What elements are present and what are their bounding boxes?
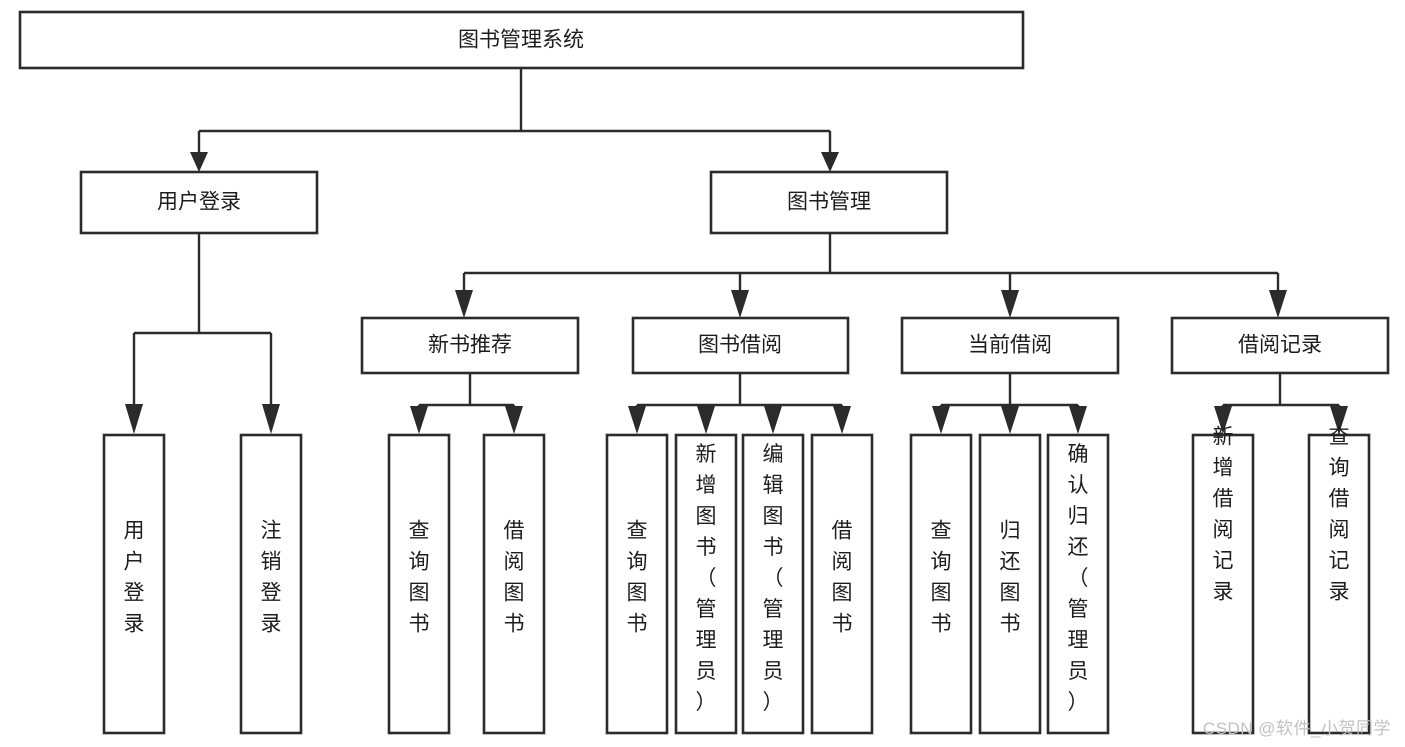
leaf-node[interactable]: 查询图书: [605, 433, 669, 735]
connector-group-book-borrow: [628, 373, 851, 434]
leaf-box[interactable]: [1307, 433, 1371, 735]
connector-group-user-login: [125, 233, 280, 434]
leaf-node[interactable]: 归还图书: [978, 433, 1042, 735]
connector-group-current-borrow: [932, 373, 1087, 434]
node-borrow-record-box[interactable]: [1170, 316, 1390, 375]
leaf-node[interactable]: 确认归还（管理员）: [1046, 433, 1110, 735]
leaf-label: 查询图书: [627, 520, 648, 636]
leaf-node[interactable]: 查询图书: [387, 433, 451, 735]
arrowhead-leaf-book-borrow-3: [764, 406, 782, 434]
node-book-management-box[interactable]: [709, 170, 949, 235]
node-user-login-box[interactable]: [79, 170, 319, 235]
leaf-label: 查询借阅记录: [1329, 426, 1350, 604]
arrowhead-book-mgmt: [821, 152, 839, 172]
arrowhead-leaf-book-borrow-4: [833, 406, 851, 434]
arrowhead-leaf-current-borrow-3: [1069, 406, 1087, 434]
node-new-book-recommend-box[interactable]: [360, 316, 580, 375]
leaf-node[interactable]: 注销登录: [239, 433, 303, 735]
leaf-box[interactable]: [387, 433, 451, 735]
leaf-label: 注销登录: [261, 520, 282, 636]
leaf-box[interactable]: [1191, 433, 1255, 735]
leaf-box[interactable]: [674, 433, 738, 735]
arrowhead-leaf-borrow-record-2: [1330, 406, 1348, 434]
connector-group-book-mgmt: [455, 233, 1287, 318]
arrowhead-user-login: [190, 152, 208, 172]
leaf-box[interactable]: [605, 433, 669, 735]
arrowhead-leaf-book-borrow-1: [628, 406, 646, 434]
leaf-box[interactable]: [102, 433, 166, 735]
leaf-box[interactable]: [741, 433, 805, 735]
node-book-borrow-label: 图书借阅: [698, 334, 782, 357]
leaf-label: 确认归还（管理员）: [1068, 443, 1089, 714]
node-book-management-label: 图书管理: [787, 191, 871, 214]
node-current-borrow-label: 当前借阅: [968, 334, 1052, 357]
leaf-node[interactable]: 新增图书（管理员）: [674, 433, 738, 735]
node-current-borrow[interactable]: 当前借阅: [900, 316, 1120, 375]
arrowhead-leaf-current-borrow-2: [1001, 406, 1019, 434]
leaf-box[interactable]: [810, 433, 874, 735]
leaf-node[interactable]: 用户登录: [102, 433, 166, 735]
leaf-label: 借阅图书: [504, 520, 525, 636]
node-book-borrow-box[interactable]: [631, 316, 850, 375]
arrowhead-borrow-record: [1269, 290, 1287, 318]
connector-group-new-book: [410, 373, 523, 434]
node-root-box[interactable]: [18, 10, 1025, 70]
arrowhead-current-borrow: [1001, 290, 1019, 318]
csdn-watermark: CSDN @软件_小贺同学: [1202, 719, 1391, 738]
node-current-borrow-box[interactable]: [900, 316, 1120, 375]
leaf-node[interactable]: 借阅图书: [482, 433, 546, 735]
leaf-box[interactable]: [482, 433, 546, 735]
node-user-login-label: 用户登录: [157, 191, 241, 214]
node-borrow-record[interactable]: 借阅记录: [1170, 316, 1390, 375]
leaf-label: 查询图书: [409, 520, 430, 636]
arrowhead-leaf-user-login-1: [125, 404, 143, 434]
connector-group-borrow-record: [1214, 373, 1348, 434]
arrowhead-book-borrow: [731, 290, 749, 318]
leaf-label: 借阅图书: [832, 520, 853, 636]
leaf-node[interactable]: 借阅图书: [810, 433, 874, 735]
leaf-label: 用户登录: [124, 520, 145, 636]
node-new-book-recommend-label: 新书推荐: [428, 334, 512, 357]
node-user-login[interactable]: 用户登录: [79, 170, 319, 235]
leaf-label: 编辑图书（管理员）: [763, 443, 784, 714]
leaf-box[interactable]: [909, 433, 973, 735]
leaf-node[interactable]: 新增借阅记录: [1191, 426, 1255, 735]
arrowhead-leaf-current-borrow-1: [932, 406, 950, 434]
leaf-box[interactable]: [239, 433, 303, 735]
node-book-borrow[interactable]: 图书借阅: [631, 316, 850, 375]
leaf-node[interactable]: 编辑图书（管理员）: [741, 433, 805, 735]
leaf-label: 归还图书: [1000, 520, 1021, 636]
arrowhead-leaf-user-login-2: [262, 404, 280, 434]
node-borrow-record-label: 借阅记录: [1238, 334, 1322, 357]
connector-group-root: [190, 69, 839, 172]
arrowhead-leaf-borrow-record-1: [1214, 406, 1232, 434]
node-new-book-recommend[interactable]: 新书推荐: [360, 316, 580, 375]
arrowhead-new-book: [455, 290, 473, 318]
leaf-label: 查询图书: [931, 520, 952, 636]
leaf-node[interactable]: 查询借阅记录: [1307, 426, 1371, 735]
leaf-node[interactable]: 查询图书: [909, 433, 973, 735]
leaf-label: 新增图书（管理员）: [696, 443, 717, 714]
node-root[interactable]: 图书管理系统: [18, 10, 1025, 70]
arrowhead-leaf-book-borrow-2: [697, 406, 715, 434]
leaf-box[interactable]: [978, 433, 1042, 735]
node-root-label: 图书管理系统: [458, 29, 584, 52]
leaf-box[interactable]: [1046, 433, 1110, 735]
arrowhead-leaf-new-book-1: [410, 406, 428, 434]
leaf-label: 新增借阅记录: [1213, 426, 1234, 604]
arrowhead-leaf-new-book-2: [505, 406, 523, 434]
node-book-management[interactable]: 图书管理: [709, 170, 949, 235]
